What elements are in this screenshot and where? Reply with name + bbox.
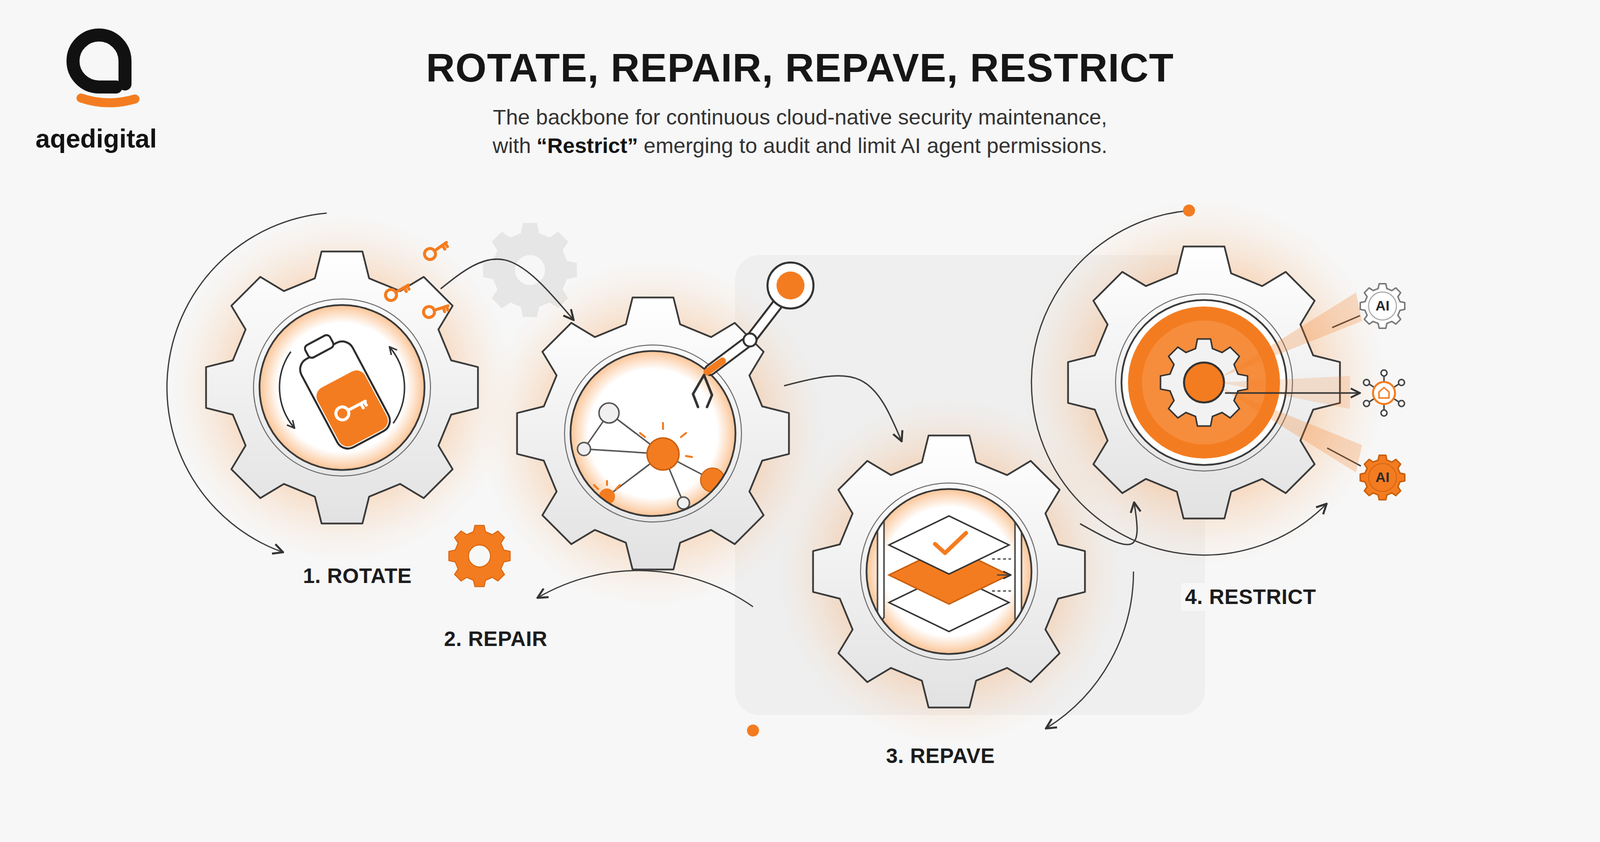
repave-illustration-part-part xyxy=(992,558,1011,560)
floating-key-part xyxy=(422,238,450,262)
gear-shape-part xyxy=(813,435,1085,708)
repair-illustration-part-part xyxy=(599,403,619,423)
restrict-illustration-part xyxy=(1184,362,1224,403)
gear-shape xyxy=(204,250,480,525)
brand-name: aqedigital xyxy=(35,123,157,154)
agent-icon-part xyxy=(1373,382,1395,404)
scan-beam-part xyxy=(1220,292,1362,378)
step-label: 3. REPAVE xyxy=(882,742,999,770)
rotate-gear: 1. ROTATE xyxy=(204,250,480,525)
subtitle: The backbone for continuous cloud-native… xyxy=(0,103,1600,160)
repair-illustration-part-part xyxy=(577,442,591,456)
subtitle-text: “Restrict” xyxy=(536,133,638,158)
repair-illustration-part xyxy=(647,438,679,470)
floating-key xyxy=(383,238,450,319)
logo-mark-part xyxy=(73,35,125,87)
scan-beam-part xyxy=(1220,387,1362,473)
agent-icon xyxy=(1363,370,1405,416)
cycle-arc-part xyxy=(538,570,753,607)
accent-dot-part xyxy=(747,724,759,737)
agent-icon-part xyxy=(1379,387,1389,398)
gear-shape-part xyxy=(253,299,431,476)
robot-arm-part xyxy=(693,375,712,407)
gear-shape xyxy=(811,434,1087,709)
agent-icon-part-part xyxy=(1363,400,1370,407)
agent-icon-part xyxy=(1363,370,1405,416)
rotate-illustration-part-part-part xyxy=(333,404,351,422)
repave-illustration-part xyxy=(877,515,884,625)
robot-arm-part xyxy=(776,271,805,300)
audit-arrow xyxy=(1225,392,1359,394)
repave-illustration-part xyxy=(992,559,1011,591)
repair-illustration-part-part xyxy=(677,497,690,509)
gear-glow xyxy=(169,200,1387,744)
repave-illustration-part-part xyxy=(997,574,1010,576)
agent-icon-part-part xyxy=(1363,379,1370,386)
floating-key-part xyxy=(422,300,450,319)
robot-arm-part xyxy=(707,361,723,372)
step-label: 1. ROTATE xyxy=(299,562,416,590)
gear-glow-part xyxy=(169,215,515,560)
logo-mark xyxy=(73,35,135,103)
gear-shape-part xyxy=(860,483,1038,660)
rotate-illustration-part-part xyxy=(313,367,392,450)
repave-illustration-part-part xyxy=(992,590,1011,592)
repave-illustration-part xyxy=(889,516,1009,574)
gear-glow-part xyxy=(480,261,826,606)
restrict-gear-part: 4. RESTRICT xyxy=(1181,583,1320,611)
rotate-illustration-part xyxy=(290,326,395,453)
robot-arm-part xyxy=(767,262,814,309)
rotate-illustration-part xyxy=(390,347,405,424)
agent-icon-part-part xyxy=(1381,370,1387,376)
gear-glow-part xyxy=(1021,200,1387,565)
repave-illustration-part xyxy=(935,533,966,553)
ai-badge-part: AI xyxy=(1360,455,1405,500)
badge-gear-part xyxy=(1368,463,1397,492)
badge-gear-part xyxy=(1360,455,1405,500)
rotate-illustration-part-part xyxy=(333,395,369,422)
floating-key-part xyxy=(383,280,411,303)
gear-shape-part xyxy=(206,251,478,524)
rotate-illustration-part xyxy=(279,351,294,428)
ai-badge: AI xyxy=(1360,455,1405,500)
rotate-illustration-part-part-part xyxy=(348,401,368,415)
logo-mark-part xyxy=(81,98,135,103)
robot-arm-part xyxy=(743,333,757,347)
repair-illustration-part xyxy=(594,423,692,508)
small-gear xyxy=(449,525,511,587)
step-label: 4. RESTRICT xyxy=(1181,583,1320,611)
rotate-gear-part: 1. ROTATE xyxy=(299,562,416,590)
agent-icon-part-part xyxy=(1398,379,1405,386)
flow-connector xyxy=(784,376,901,441)
gear-shape-part xyxy=(517,297,789,570)
badge-label: AI xyxy=(1375,298,1390,314)
badge-gear-part xyxy=(1360,284,1405,329)
agent-icon-part-part xyxy=(1398,400,1405,407)
repair-gear-part: 2. REPAIR xyxy=(440,625,552,653)
accent-dot-part xyxy=(1183,204,1195,217)
scan-beam xyxy=(1220,292,1362,473)
robot-arm xyxy=(693,262,814,407)
repave-gear: 3. REPAVE xyxy=(811,434,1087,709)
badge-label: AI xyxy=(1375,470,1390,485)
flow-connector xyxy=(1080,503,1137,545)
subtitle-text: emerging to audit and limit AI agent per… xyxy=(643,133,1107,158)
subtitle-text: with xyxy=(492,133,531,158)
rotate-illustration-part-part xyxy=(303,333,335,359)
diagram-title: ROTATE, REPAIR, REPAVE, RESTRICT xyxy=(0,44,1600,92)
flow-connector xyxy=(440,259,573,319)
agent-icon-part xyxy=(1369,376,1399,410)
subtitle-text: The backbone for continuous cloud-native… xyxy=(0,103,1600,132)
repave-gear-part: 3. REPAVE xyxy=(882,742,999,770)
step-label: 2. REPAIR xyxy=(440,625,552,653)
agent-icon-part-part xyxy=(1381,410,1387,416)
badge-gear-part xyxy=(1368,292,1397,320)
ai-badge: AI xyxy=(1360,283,1405,329)
ai-badge-part: AI xyxy=(1360,283,1405,329)
